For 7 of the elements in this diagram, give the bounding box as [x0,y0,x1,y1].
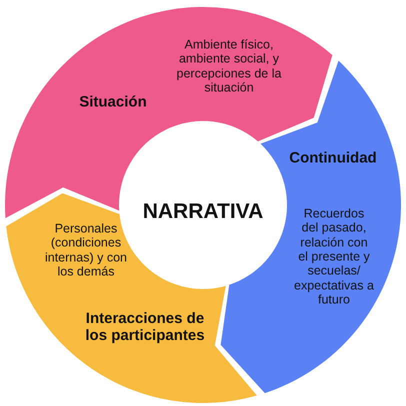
segment-text: Ambiente físico, ambiente social, y percepciones de la situación [176,37,282,95]
segment-text: Recuerdos del pasado, relación con el presente y secuelas/ expectativas a futuro [294,206,374,308]
segment-title: Situación [78,93,148,111]
segment-title: Interacciones de los participantes [84,310,206,344]
center-title: NARRATIVA [142,200,264,224]
segment-text: Personales (condiciones internas) y con los demás [44,221,128,279]
segment-title: Continuidad [288,149,378,167]
